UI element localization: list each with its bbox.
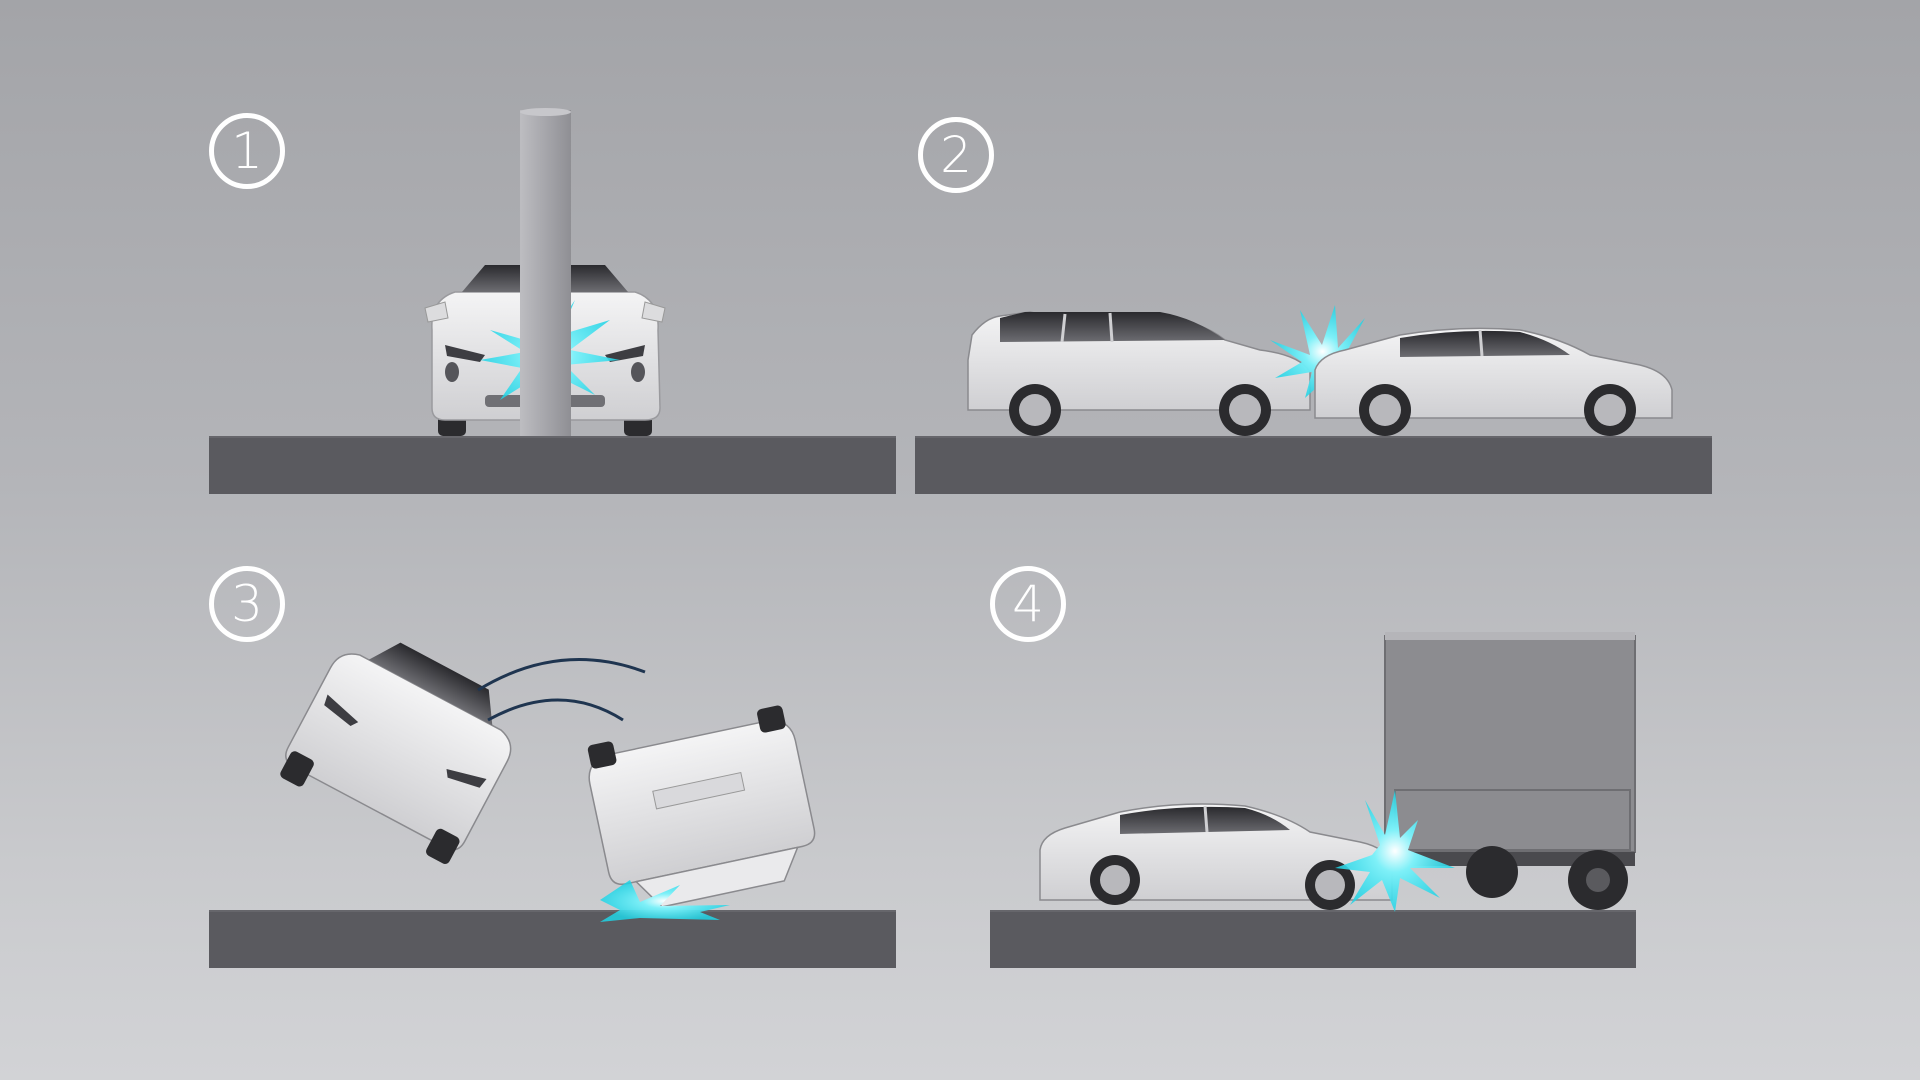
motion-arc-icon (478, 660, 645, 690)
scene-2-sedan (1315, 328, 1672, 436)
scene-3-car-upside-down (582, 703, 823, 916)
scene-4-sedan (1040, 804, 1392, 910)
pole (520, 110, 571, 436)
scene-3-car-tipping (274, 619, 533, 867)
scene-2-suv (968, 312, 1310, 436)
scene-4-truck (1380, 632, 1635, 910)
motion-arc-icon (488, 700, 623, 720)
